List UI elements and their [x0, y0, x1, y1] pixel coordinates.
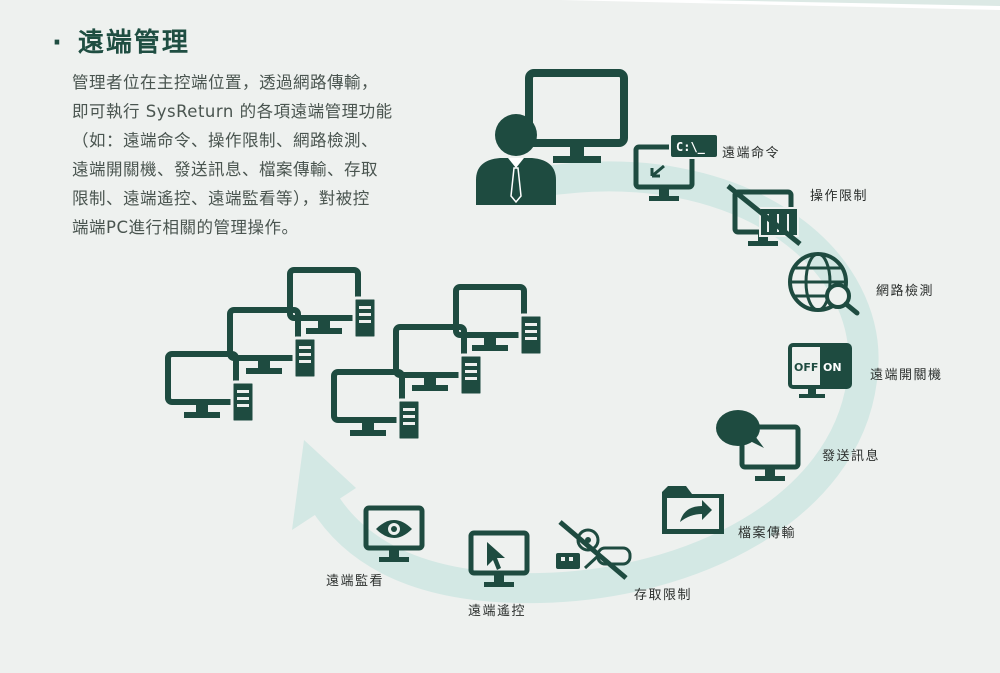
feature-label-access-restriction: 存取限制: [634, 588, 693, 603]
feature-label-file-transfer: 檔案傳輸: [738, 526, 797, 541]
feature-label-send-message: 發送訊息: [822, 449, 881, 464]
globe-search-icon: [788, 252, 860, 316]
feature-label-remote-control: 遠端遙控: [468, 604, 527, 619]
feature-label-operation-restriction: 操作限制: [810, 189, 869, 204]
power-switch-icon: OFF ON: [788, 343, 852, 398]
title-bullet: ·: [52, 28, 64, 58]
restricted-computer-icon: [726, 184, 802, 246]
section-description: 管理者位在主控端位置，透過網路傳輸， 即可執行 SysReturn 的各項遠端管…: [72, 73, 393, 237]
svg-text:OFF: OFF: [794, 361, 818, 374]
top-band-decoration: [560, 0, 1000, 10]
folder-share-icon: [662, 486, 724, 534]
message-bubble-icon: [716, 410, 798, 481]
command-prompt-icon: C:\_: [636, 133, 719, 201]
usb-blocked-icon: [556, 520, 632, 580]
remote-cursor-icon: [471, 533, 527, 587]
admin-monitor-icon: [525, 69, 628, 163]
svg-text:ON: ON: [823, 361, 842, 374]
feature-label-remote-watch: 遠端監看: [326, 574, 385, 589]
feature-label-network-check: 網路檢測: [876, 284, 935, 299]
feature-label-remote-power: 遠端開關機: [870, 368, 943, 383]
admin-user-icon: [476, 114, 556, 205]
feature-label-remote-command: 遠端命令: [722, 146, 781, 161]
title-text: 遠端管理: [77, 28, 190, 58]
svg-text:C:\_: C:\_: [676, 140, 706, 155]
eye-monitor-icon: [366, 508, 422, 562]
section-title: · 遠端管理: [52, 22, 190, 59]
managed-pc-group: [168, 270, 542, 440]
